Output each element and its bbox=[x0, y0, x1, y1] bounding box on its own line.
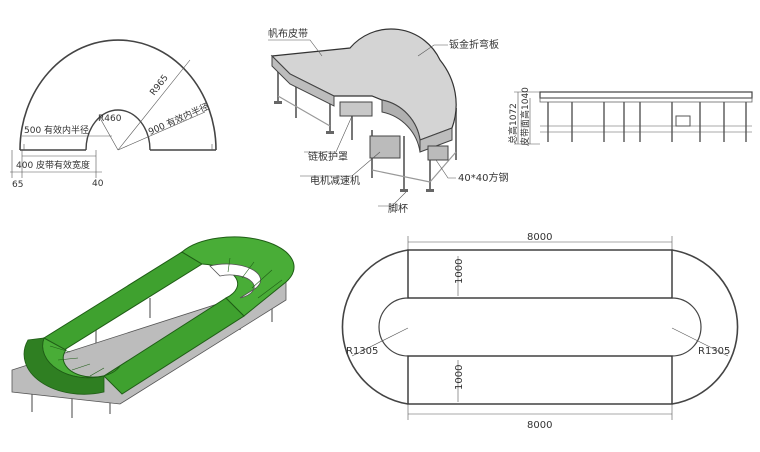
right-inner-arc bbox=[671, 297, 702, 357]
radius-right: R1305 bbox=[698, 346, 730, 357]
label-400-belt-width: 400 皮带有效宽度 bbox=[16, 159, 90, 171]
elevation-legs bbox=[547, 102, 747, 142]
chain-guard bbox=[339, 101, 373, 117]
leader-lines bbox=[268, 39, 456, 207]
sheet-metal-bend-plate bbox=[381, 99, 421, 153]
outer-arc bbox=[19, 39, 217, 151]
dim-40: 40 bbox=[92, 179, 104, 189]
r460-label: R460 bbox=[98, 114, 122, 124]
curved-conveyor-3d: 帆布皮带 钣金折弯板 链板护罩 电机减速机 40*40方钢 脚杯 bbox=[268, 27, 508, 215]
r965-label: R965 bbox=[148, 73, 170, 98]
leg-braces bbox=[277, 95, 457, 183]
semicircle-plan-view: R965 R460 500 有效内半径 900 有效内半径 400 皮带有效宽度… bbox=[10, 39, 217, 190]
oval-plan-view: 8000 1000 1000 R1305 R1305 8000 bbox=[341, 232, 739, 431]
label-500-inner-radius: 500 有效内半径 bbox=[24, 124, 89, 136]
dim-width-bottom: 1000 bbox=[454, 365, 465, 390]
belt-top-rail bbox=[539, 91, 753, 99]
label-canvas-belt: 帆布皮带 bbox=[268, 27, 308, 40]
label-chain-guard: 链板护罩 bbox=[308, 150, 348, 163]
curve-segment-lines bbox=[49, 257, 283, 377]
dim-65: 65 bbox=[12, 180, 23, 190]
motor-reducer bbox=[369, 135, 401, 159]
lower-straight-section bbox=[407, 355, 673, 405]
side-elevation-view: 总高1072 皮带面高1040 bbox=[507, 87, 753, 146]
upper-straight-section bbox=[407, 249, 673, 299]
inner-arc bbox=[85, 109, 151, 151]
label-sheet-metal-plate: 钣金折弯板 bbox=[449, 38, 499, 51]
label-foot-cup: 脚杯 bbox=[388, 202, 408, 215]
left-outer-arc bbox=[341, 249, 409, 405]
dim-length-bottom: 8000 bbox=[527, 420, 552, 431]
right-outer-arc bbox=[671, 249, 739, 405]
foot-cups bbox=[274, 101, 434, 192]
label-belt-surface-height: 皮带面高1040 bbox=[519, 87, 531, 146]
label-motor-reducer: 电机减速机 bbox=[310, 174, 360, 187]
left-inner-arc bbox=[378, 297, 409, 357]
side-plate-left bbox=[271, 54, 335, 107]
dim-length-top: 8000 bbox=[527, 232, 552, 243]
label-square-steel: 40*40方钢 bbox=[458, 171, 508, 184]
oval-conveyor-3d bbox=[11, 236, 295, 418]
elevation-motor bbox=[675, 115, 691, 127]
right-inner-opening bbox=[209, 263, 261, 299]
radius-left: R1305 bbox=[346, 346, 378, 357]
end-box bbox=[427, 145, 449, 161]
label-900-inner-radius: 900 有效内半径 bbox=[146, 100, 210, 137]
dim-width-top: 1000 bbox=[454, 259, 465, 284]
label-total-height: 总高1072 bbox=[507, 103, 519, 144]
